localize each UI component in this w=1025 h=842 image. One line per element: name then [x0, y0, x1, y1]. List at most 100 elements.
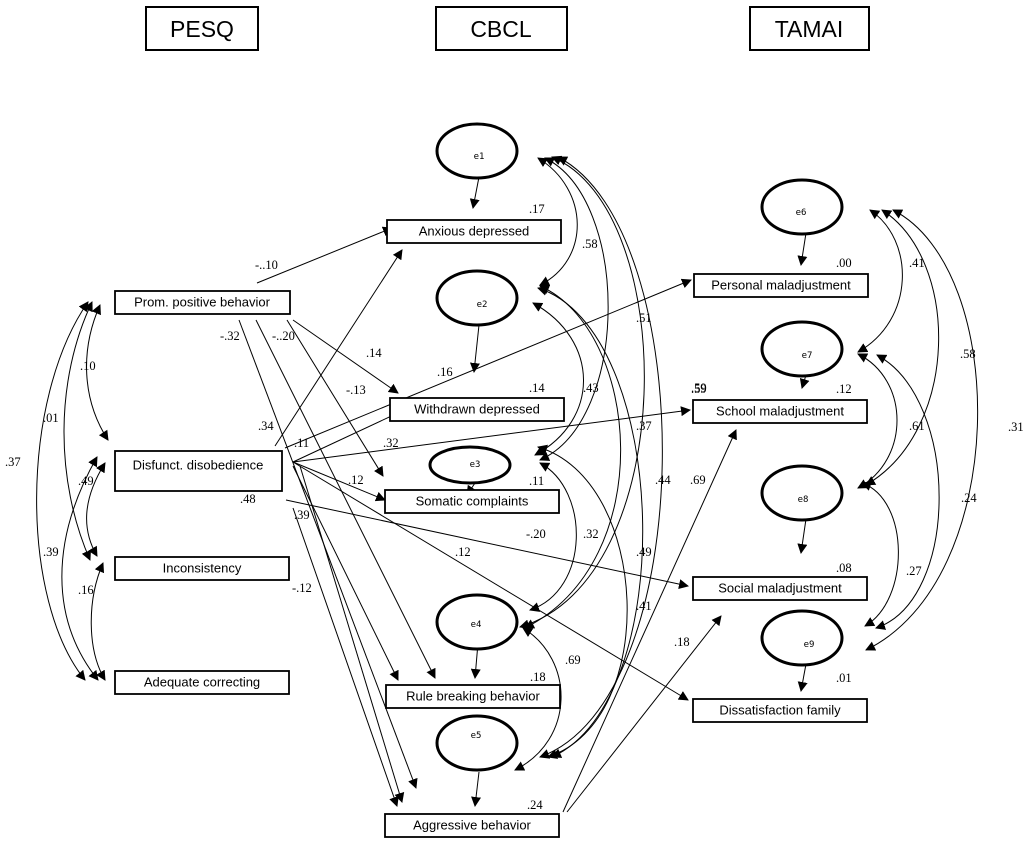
coef-disf-wit: .11 [294, 436, 309, 450]
error-e8: e8 [760, 464, 844, 522]
coef-cov-e3-e4: .32 [583, 527, 599, 541]
var-dissatisfaction-family: Dissatisfaction family [692, 698, 868, 723]
error-e2-label: e2 [477, 300, 488, 310]
var-soci-label: Social maladjustment [718, 581, 842, 596]
var-som-label: Somatic complaints [416, 494, 529, 509]
var-aggressive-behavior: Aggressive behavior [384, 813, 560, 838]
error-e3-label: e3 [470, 460, 481, 470]
r-squared-labels: .17 .14 .11 .18 .24 .00 .12 .08 .01 .59 … [240, 202, 852, 812]
var-inconsistency: Inconsistency [114, 556, 290, 581]
coef-disf-pers: .16 [437, 365, 453, 379]
cov-e2-e5 [537, 285, 644, 758]
coef-disf-scho: .32 [383, 436, 399, 450]
coef-prom-rule: -..20 [272, 329, 295, 343]
cbcl-error-covariances [514, 155, 663, 771]
cov-e6-e8 [865, 209, 939, 486]
var-adequate-correcting: Adequate correcting [114, 670, 290, 695]
coef-cov-prom-adeq: .37 [5, 455, 21, 469]
coef-disf-anx: .34 [258, 419, 274, 433]
error-e1-label: e1 [474, 152, 485, 162]
var-rule-breaking-behavior: Rule breaking behavior [385, 684, 561, 709]
path-agg-soci [566, 615, 722, 813]
var-agg-label: Aggressive behavior [413, 818, 531, 833]
cov-e2-e4 [524, 285, 622, 629]
path-e2-wit [469, 324, 480, 373]
var-prom-label: Prom. positive behavior [134, 295, 271, 310]
cov-e7-e9 [875, 354, 940, 630]
path-disf-anx [274, 249, 403, 447]
var-inco-label: Inconsistency [163, 561, 242, 576]
var-social-maladjustment: Social maladjustment [692, 576, 868, 601]
var-adeq-label: Adequate correcting [144, 675, 260, 690]
r2-pers: .00 [836, 256, 852, 270]
cov-prom-adeq [36, 301, 89, 681]
coef-prom-som: -.13 [346, 383, 366, 397]
cov-e3-e5 [537, 444, 628, 759]
path-e6-pers [797, 232, 808, 266]
error-e7: e7 [760, 320, 844, 378]
coef-cov-e1-e4: .59 [691, 381, 707, 395]
path-disf-agg [299, 465, 405, 803]
error-e5-label: e5 [471, 731, 482, 741]
r2-agg: .24 [527, 798, 543, 812]
header-tamai-label: TAMAI [775, 16, 844, 42]
path-inco-soci [285, 499, 689, 590]
cov-e8-e9 [861, 481, 899, 627]
cov-e1-e4 [519, 155, 645, 630]
error-e6: e6 [760, 178, 844, 236]
coef-cov-inco-adeq: .16 [78, 583, 94, 597]
path-prom-anx [256, 226, 393, 284]
cov-e1-e5 [539, 156, 663, 759]
r2-diss: .01 [836, 671, 852, 685]
coef-disf-som: .12 [348, 473, 364, 487]
error-e3: e3 [428, 445, 512, 485]
path-disf-wit [292, 411, 401, 463]
error-e4: e4 [435, 593, 519, 651]
coefficient-labels: -..10 -..20 -.32 .14 -.13 .34 .11 .16 .3… [5, 237, 1024, 667]
path-prom-agg [238, 319, 418, 789]
cov-e1-e3 [539, 157, 609, 461]
r2-som: .11 [529, 474, 544, 488]
path-e9-diss [797, 663, 808, 692]
coef-cov-e7-e9: .24 [961, 491, 977, 505]
r2-scho-extra: .59 [691, 382, 707, 396]
cov-disf-adeq [61, 456, 99, 681]
header-pesq-label: PESQ [170, 16, 234, 42]
error-e4-label: e4 [471, 620, 482, 630]
path-agg-scho [562, 429, 737, 813]
r2-anx: .17 [529, 202, 545, 216]
r2-scho: .12 [836, 382, 852, 396]
coef-cov-e6-e9: .31 [1008, 420, 1024, 434]
r2-disf-extra: .48 [240, 492, 256, 506]
tamai-error-covariances [857, 209, 979, 651]
error-e7-label: e7 [802, 351, 813, 361]
coef-cov-e8-e9: .27 [906, 564, 922, 578]
var-pers-label: Personal maladjustment [711, 278, 851, 293]
coef-cov-e6-e8: .58 [960, 347, 976, 361]
error-e5: e5 [435, 714, 519, 772]
path-disf-pers [284, 278, 692, 449]
var-anx-label: Anxious depressed [419, 224, 530, 239]
var-disfunct-disobedience: Disfunct. disobedience [114, 450, 283, 492]
var-disf-label: Disfunct. disobedience [133, 458, 264, 473]
var-scho-label: School maladjustment [716, 404, 844, 419]
coef-cov-e1-e2: .58 [582, 237, 598, 251]
coef-cov-disf-adeq: .39 [43, 545, 59, 559]
coef-cov-prom-disf: .10 [80, 359, 96, 373]
error-e8-label: e8 [798, 495, 809, 505]
cov-inco-adeq [90, 562, 106, 681]
cov-e6-e9 [865, 209, 979, 651]
cov-prom-inco [63, 301, 93, 561]
var-prom-positive-behavior: Prom. positive behavior [114, 290, 291, 315]
coef-inco-agg: -.12 [292, 581, 312, 595]
r2-soci: .08 [836, 561, 852, 575]
coef-cov-disf-inco: .49 [78, 474, 94, 488]
path-e8-soci [797, 518, 808, 554]
var-rule-label: Rule breaking behavior [406, 689, 540, 704]
coef-prom-agg: -.32 [220, 329, 240, 343]
coef-cov-prom-inco: .01 [43, 411, 59, 425]
var-school-maladjustment: School maladjustment [692, 399, 868, 424]
coef-disf-rule: .39 [294, 508, 310, 522]
coef-prom-wit: .14 [366, 346, 382, 360]
